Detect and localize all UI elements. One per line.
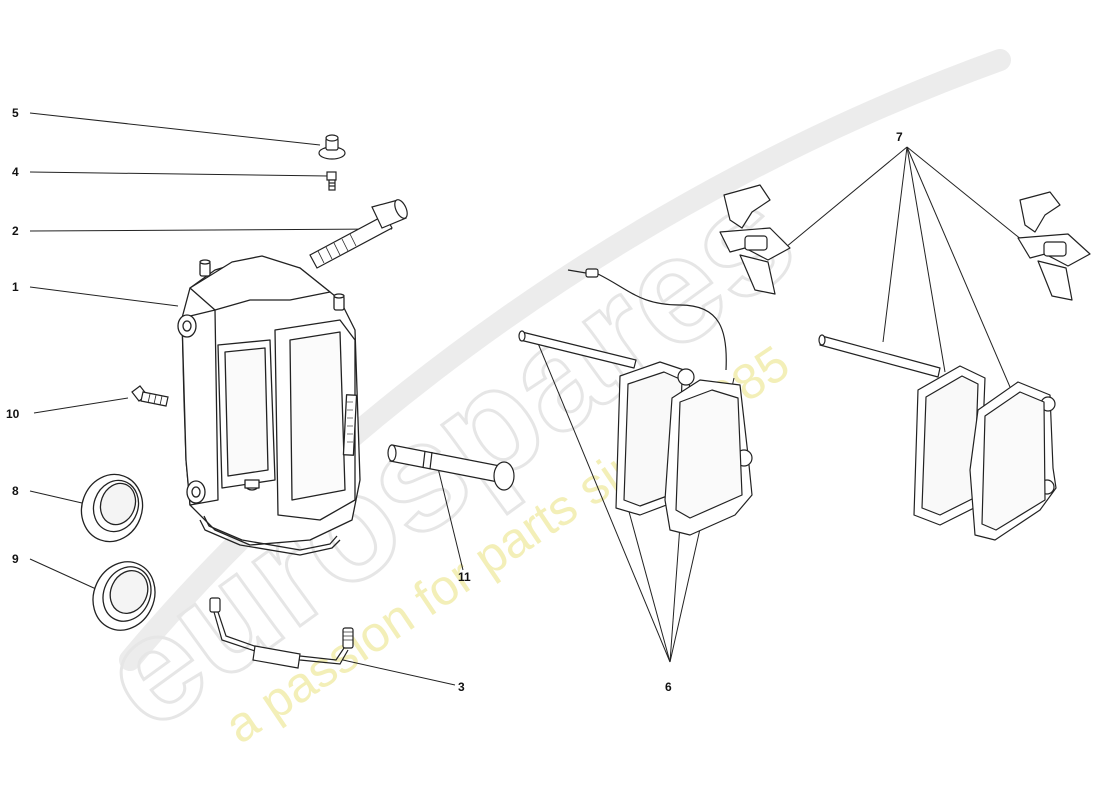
callout-3: 3 [458,680,465,694]
callout-6: 6 [665,680,672,694]
leader-7e [906,146,1023,241]
leader-3 [342,659,456,686]
part-8-seal [80,473,144,543]
part-6-pad-set-left [518,268,753,536]
part-2-caliper-bolt [309,199,408,269]
callout-9: 9 [12,552,19,566]
leader-7a [779,146,908,253]
callout-1: 1 [12,280,19,294]
callout-4: 4 [12,165,19,179]
part-6-pad-set-right [818,334,1057,541]
part-1-brake-caliper [177,255,361,556]
part-7-clip-left [719,184,791,295]
leader-9 [29,558,97,590]
callout-10: 10 [6,407,20,421]
part-9-dust-boot [92,561,156,631]
leader-5 [29,112,321,146]
leader-7d [906,146,1011,388]
leader-6c [669,524,681,663]
leader-6a [534,335,671,663]
part-10-small-bolt [131,385,169,407]
leader-7b [882,146,908,343]
leader-10 [33,397,129,414]
leader-2 [29,228,393,232]
callout-5: 5 [12,106,19,120]
leader-4 [29,171,329,177]
leader-7c [906,146,946,373]
part-3-brake-pipe [209,597,354,669]
callout-7: 7 [896,130,903,144]
part-7-clip-right [1017,191,1091,301]
callout-8: 8 [12,484,19,498]
callout-2: 2 [12,224,19,238]
callout-11: 11 [458,570,471,584]
leader-11 [436,463,464,571]
part-4-bleed-screw [326,171,337,191]
leader-8 [29,490,83,504]
leader-6b [627,507,671,663]
part-11-pad-pin [387,444,515,491]
leader-1 [29,286,179,307]
watermark-swoosh [119,49,1011,671]
part-5-bleed-cap [318,134,346,160]
